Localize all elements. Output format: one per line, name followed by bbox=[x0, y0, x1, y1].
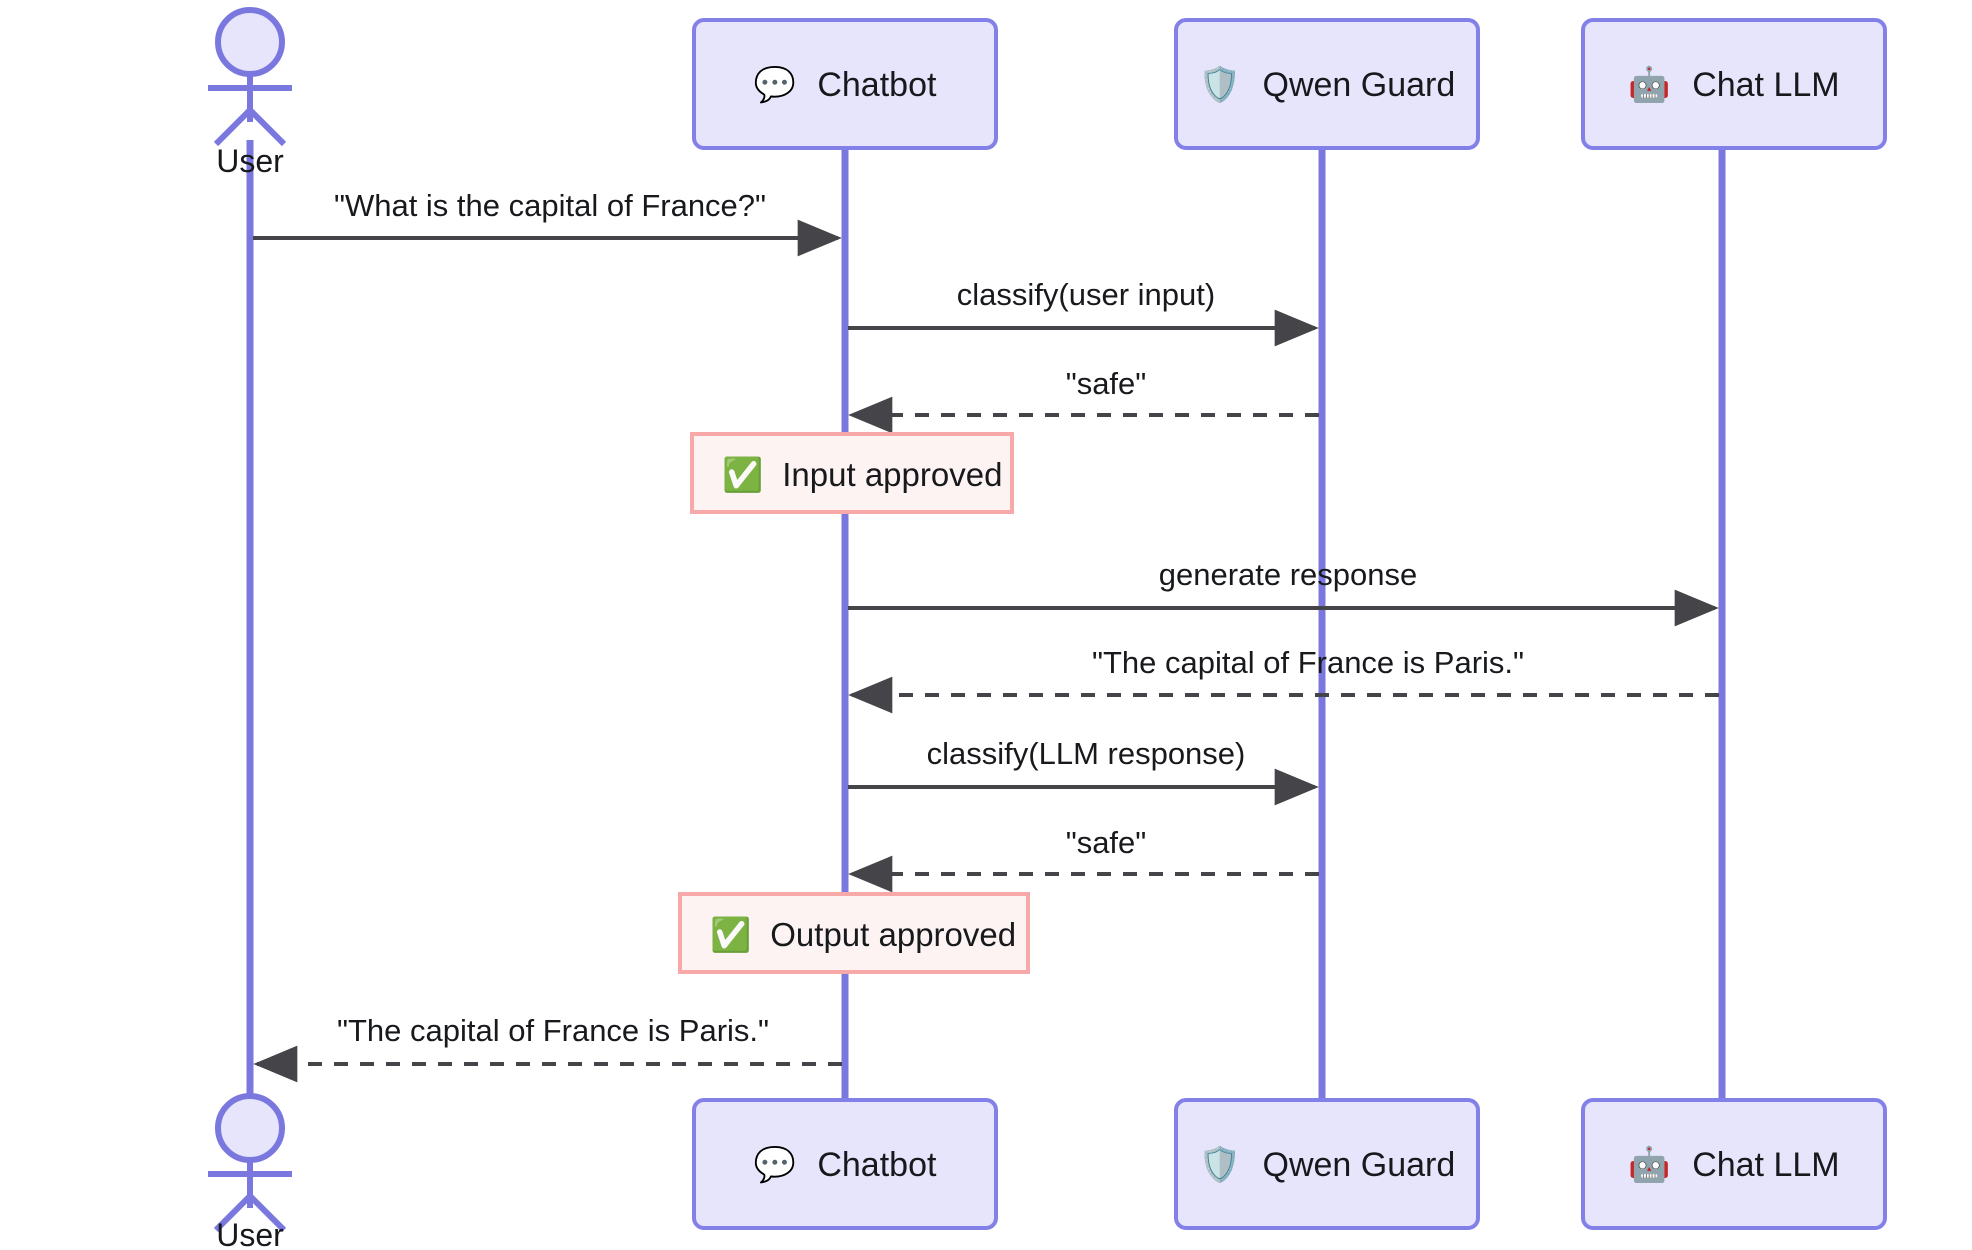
speech-balloon-icon: 💬 bbox=[754, 1145, 796, 1185]
participant-rect bbox=[692, 1098, 998, 1230]
robot-icon: 🤖 bbox=[1628, 1145, 1670, 1185]
participant-box-chat-llm-top[interactable]: 🤖 Chat LLM bbox=[1581, 18, 1887, 150]
robot-icon: 🤖 bbox=[1628, 65, 1670, 105]
participant-rect bbox=[692, 18, 998, 150]
actor-leg-right-icon bbox=[247, 1193, 287, 1233]
message-label-4: generate response bbox=[1159, 557, 1418, 592]
speech-balloon-icon: 💬 bbox=[754, 65, 796, 105]
actor-leg-left-icon bbox=[213, 1193, 253, 1233]
note-label-output-approved: Output approved bbox=[770, 916, 1016, 953]
message-label-3: "safe" bbox=[1066, 366, 1147, 401]
svg-text:💬 Chatbot: 💬 Chatbot bbox=[754, 65, 937, 105]
svg-text:🤖 Chat LLM: 🤖 Chat LLM bbox=[1628, 1145, 1839, 1185]
check-mark-button-icon: ✅ bbox=[722, 455, 763, 494]
message-label-5: "The capital of France is Paris." bbox=[1092, 645, 1524, 680]
participant-box-qwen-guard-top[interactable]: 🛡️ Qwen Guard bbox=[1174, 18, 1480, 150]
participant-label-chat-llm-top: Chat LLM bbox=[1692, 66, 1839, 104]
actor-head-icon bbox=[215, 7, 285, 77]
check-mark-button-icon: ✅ bbox=[710, 915, 751, 954]
svg-text:💬 Chatbot: 💬 Chatbot bbox=[754, 1145, 937, 1185]
message-label-8: "The capital of France is Paris." bbox=[337, 1013, 769, 1048]
participant-box-chatbot-top[interactable]: 💬 Chatbot bbox=[692, 18, 998, 150]
participant-label-qwen-guard-bottom: Qwen Guard bbox=[1263, 1146, 1456, 1184]
note-output-approved[interactable]: ✅ Output approved bbox=[678, 892, 1030, 974]
participant-rect bbox=[1174, 18, 1480, 150]
participant-box-qwen-guard-bottom[interactable]: 🛡️ Qwen Guard bbox=[1174, 1098, 1480, 1230]
participant-rect bbox=[1581, 18, 1887, 150]
actor-leg-right-icon bbox=[247, 107, 287, 147]
participant-label-chatbot-top: Chatbot bbox=[817, 66, 937, 104]
svg-text:🤖 Chat LLM: 🤖 Chat LLM bbox=[1628, 65, 1839, 105]
svg-text:🛡️ Qwen Guard: 🛡️ Qwen Guard bbox=[1199, 65, 1456, 105]
shield-icon: 🛡️ bbox=[1199, 65, 1241, 105]
participant-box-chat-llm-bottom[interactable]: 🤖 Chat LLM bbox=[1581, 1098, 1887, 1230]
message-4[interactable]: generate response bbox=[848, 557, 1719, 627]
participant-label-qwen-guard-top: Qwen Guard bbox=[1263, 66, 1456, 104]
note-label-input-approved: Input approved bbox=[782, 456, 1002, 493]
actor-head-icon bbox=[215, 1093, 285, 1163]
participant-box-chatbot-bottom[interactable]: 💬 Chatbot bbox=[692, 1098, 998, 1230]
participant-rect bbox=[1174, 1098, 1480, 1230]
message-1[interactable]: "What is the capital of France?" bbox=[253, 188, 842, 257]
participant-label-chatbot-bottom: Chatbot bbox=[817, 1146, 937, 1184]
note-rect bbox=[690, 432, 1014, 514]
actor-leg-left-icon bbox=[213, 107, 253, 147]
message-label-1: "What is the capital of France?" bbox=[334, 188, 766, 223]
participant-rect bbox=[1581, 1098, 1887, 1230]
svg-text:✅ Input approved: ✅ Input approved bbox=[722, 455, 1002, 494]
note-rect bbox=[678, 892, 1030, 974]
participant-label-chat-llm-bottom: Chat LLM bbox=[1692, 1146, 1839, 1184]
message-label-7: "safe" bbox=[1066, 825, 1147, 860]
svg-text:🛡️ Qwen Guard: 🛡️ Qwen Guard bbox=[1199, 1145, 1456, 1185]
message-2[interactable]: classify(user input) bbox=[848, 277, 1319, 347]
message-3[interactable]: "safe" bbox=[848, 366, 1319, 434]
message-7[interactable]: "safe" bbox=[848, 825, 1319, 893]
actor-user-top[interactable]: User bbox=[208, 7, 292, 179]
message-6[interactable]: classify(LLM response) bbox=[848, 736, 1319, 806]
message-5[interactable]: "The capital of France is Paris." bbox=[848, 645, 1719, 714]
actor-label-user-bottom: User bbox=[216, 1217, 284, 1250]
shield-icon: 🛡️ bbox=[1199, 1145, 1241, 1185]
actor-label-user-top: User bbox=[216, 143, 284, 179]
message-8[interactable]: "The capital of France is Paris." bbox=[253, 1013, 842, 1083]
note-input-approved[interactable]: ✅ Input approved bbox=[690, 432, 1014, 514]
actor-user-bottom[interactable]: User bbox=[208, 1093, 292, 1250]
message-label-6: classify(LLM response) bbox=[927, 736, 1246, 771]
message-label-2: classify(user input) bbox=[957, 277, 1215, 312]
svg-text:✅ Output approved: ✅ Output approved bbox=[710, 915, 1016, 954]
